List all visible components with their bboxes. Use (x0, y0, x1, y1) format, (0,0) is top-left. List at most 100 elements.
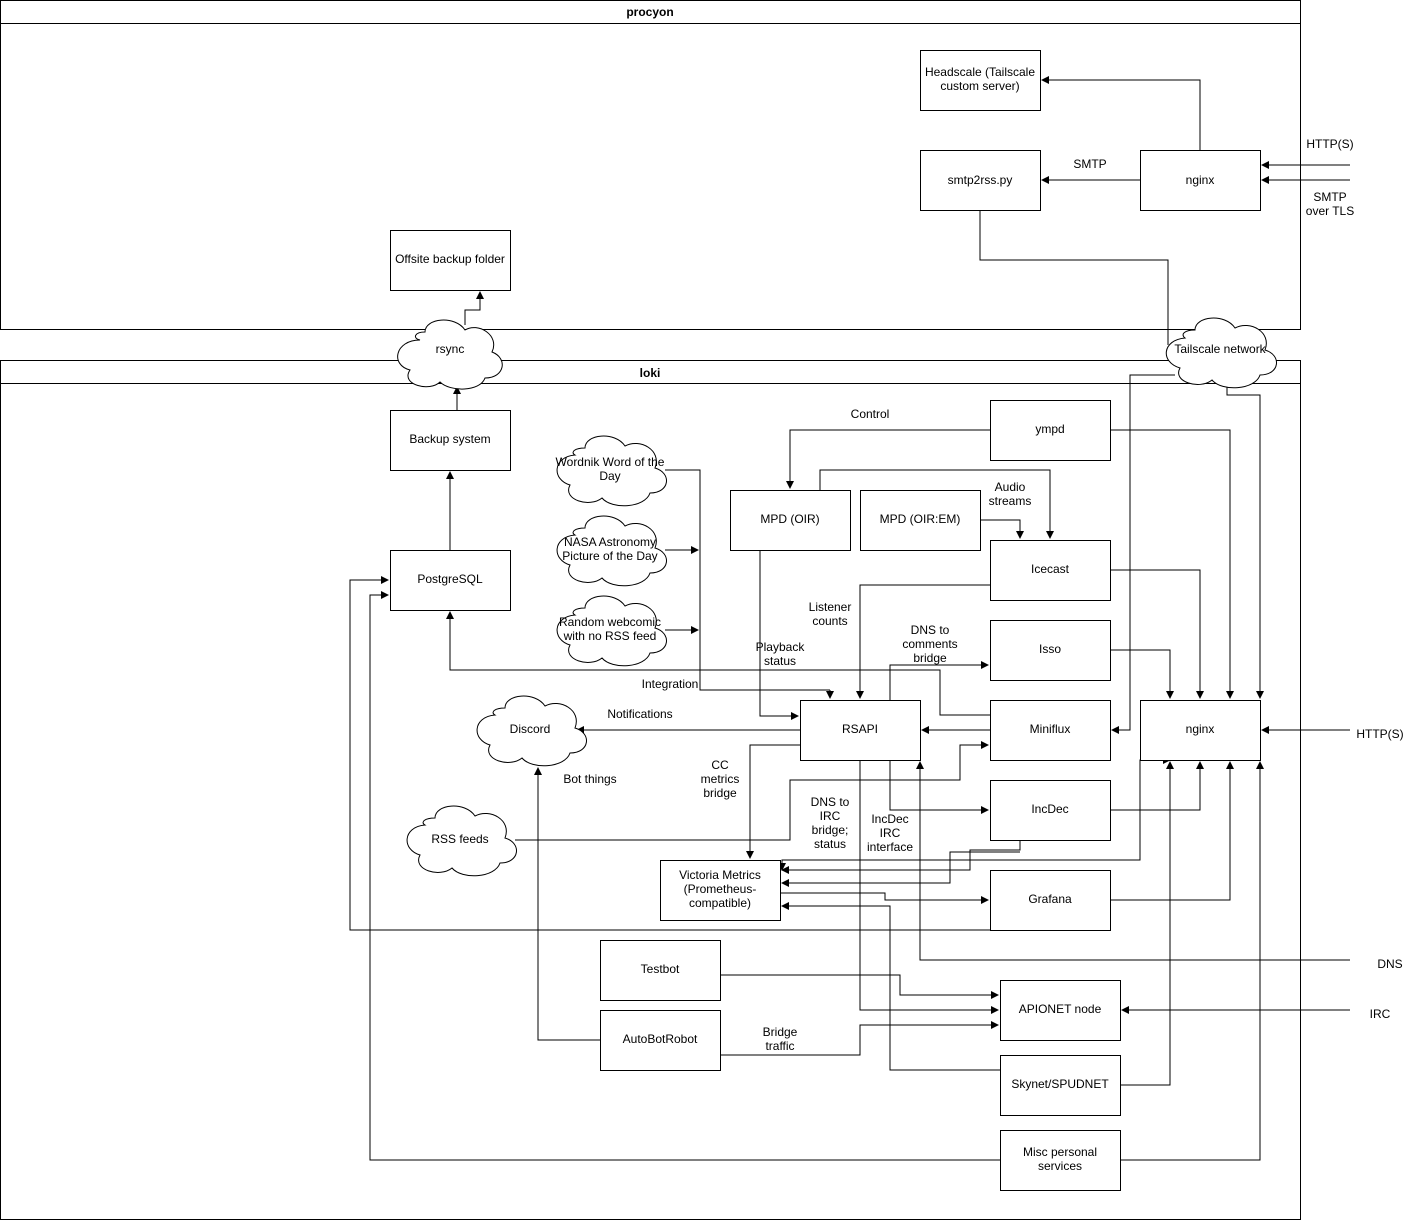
svg-text:Random webcomic: Random webcomic (559, 615, 661, 629)
label-bridge-1: Bridge (763, 1025, 798, 1039)
edge-skynet-nginx (1120, 761, 1174, 1086)
label-smtp-tls-2: over TLS (1306, 204, 1354, 218)
ympd-node: ympd (990, 400, 1111, 461)
label-listener-2: counts (812, 614, 847, 628)
label-http-procyon: HTTP(S) (1306, 137, 1353, 151)
isso-node: Isso (990, 620, 1111, 681)
label-dns-irc-1: DNS to (811, 795, 850, 809)
testbot-node: Testbot (600, 940, 721, 1001)
svg-text:IncDec: IncDec (1031, 802, 1068, 816)
label-incdec-irc-1: IncDec (871, 812, 908, 826)
backup-system-node: Backup system (390, 410, 511, 471)
svg-text:(Prometheus-: (Prometheus- (684, 882, 757, 896)
label-bot-things: Bot things (563, 772, 616, 786)
edge-rsapi-apionet (859, 760, 999, 1014)
label-dns-comments-2: comments (902, 637, 957, 651)
edge-smtp2rss-tailscale (979, 210, 1169, 345)
incdec-node: IncDec (990, 780, 1111, 841)
edge-incdec-victoria-b (781, 840, 1021, 874)
rsync-cloud: rsync (397, 319, 503, 390)
label-incdec-irc-3: interface (867, 840, 913, 854)
procyon-title: procyon (626, 5, 673, 19)
edge-tailscale-miniflux (1111, 374, 1175, 734)
label-smtp-tls-1: SMTP (1313, 190, 1346, 204)
tailscale-cloud: Tailscale network (1165, 317, 1277, 389)
label-cc-2: metrics (701, 772, 740, 786)
edge-grafana-nginx (1110, 761, 1234, 901)
label-integration: Integration (642, 677, 699, 691)
label-bridge-2: traffic (765, 1039, 794, 1053)
edge-labels: HTTP(S) SMTP over TLS SMTP Control Audio… (563, 137, 1403, 1053)
svg-text:PostgreSQL: PostgreSQL (417, 572, 483, 586)
svg-text:nginx: nginx (1186, 722, 1215, 736)
edge-misc-nginx (1120, 761, 1264, 1161)
offsite-backup-node: Offsite backup folder (390, 230, 511, 291)
mpd-oir-em-node: MPD (OIR:EM) (860, 490, 981, 551)
icecast-node: Icecast (990, 540, 1111, 601)
rsapi-node: RSAPI (800, 700, 921, 761)
headscale-node: Headscale (Tailscale custom server) (920, 50, 1041, 111)
wordnik-cloud: Wordnik Word of the Day (556, 435, 667, 507)
edge-mpd-icecast (819, 469, 1054, 539)
nginx-loki-node: nginx (1140, 700, 1261, 761)
label-control: Control (851, 407, 890, 421)
svg-text:RSS feeds: RSS feeds (431, 832, 488, 846)
svg-text:MPD (OIR): MPD (OIR) (760, 512, 819, 526)
label-notifications: Notifications (607, 707, 672, 721)
svg-text:Testbot: Testbot (641, 962, 680, 976)
edge-nginx-headscale (1041, 76, 1201, 150)
svg-text:AutoBotRobot: AutoBotRobot (623, 1032, 698, 1046)
miniflux-node: Miniflux (990, 700, 1111, 761)
label-dns-comments-1: DNS to (911, 623, 950, 637)
label-http-loki: HTTP(S) (1356, 727, 1403, 741)
svg-text:Isso: Isso (1039, 642, 1061, 656)
svg-text:APIONET node: APIONET node (1019, 1002, 1102, 1016)
edge-incdec-nginx-a (1139, 756, 1171, 810)
edge-victoria-grafana (780, 892, 989, 904)
edge-misc-postgres (369, 591, 1000, 1161)
svg-text:Misc personal: Misc personal (1023, 1145, 1097, 1159)
label-smtp: SMTP (1073, 157, 1106, 171)
webcomic-cloud: Random webcomic with no RSS feed (556, 595, 667, 667)
svg-text:Tailscale network: Tailscale network (1174, 342, 1266, 356)
svg-text:with no RSS feed: with no RSS feed (563, 629, 657, 643)
smtp2rss-node: smtp2rss.py (920, 150, 1041, 211)
label-dns: DNS (1377, 957, 1402, 971)
edges (349, 76, 1350, 1161)
label-dns-irc-2: IRC (820, 809, 841, 823)
svg-text:Backup system: Backup system (409, 432, 490, 446)
edge-autobot-apionet (720, 1021, 999, 1056)
edge-isso-nginx (1110, 649, 1174, 699)
svg-text:Discord: Discord (510, 722, 551, 736)
edge-dns-rsapi (916, 761, 1350, 961)
edge-testbot-apionet (720, 974, 999, 999)
edge-incdec-victoria-c (781, 851, 1020, 887)
svg-text:Headscale (Tailscale: Headscale (Tailscale (925, 65, 1035, 79)
edge-rss-miniflux (515, 741, 989, 841)
autobotrobot-node: AutoBotRobot (600, 1010, 721, 1071)
svg-text:RSAPI: RSAPI (842, 722, 878, 736)
edge-tailscale-nginx (1226, 385, 1264, 699)
edge-rsapi-isso (889, 661, 989, 700)
edge-miniflux-postgres (446, 611, 990, 716)
svg-text:Day: Day (599, 469, 620, 483)
label-irc: IRC (1370, 1007, 1391, 1021)
edge-grafana-postgres (349, 576, 990, 931)
svg-text:Picture of the Day: Picture of the Day (562, 549, 657, 563)
label-dns-irc-4: status (814, 837, 846, 851)
svg-text:Icecast: Icecast (1031, 562, 1070, 576)
svg-text:Wordnik Word of the: Wordnik Word of the (556, 455, 665, 469)
rss-feeds-cloud: RSS feeds (406, 805, 517, 877)
svg-text:rsync: rsync (436, 342, 465, 356)
label-playback-2: status (764, 654, 796, 668)
label-cc-3: bridge (703, 786, 737, 800)
svg-text:Miniflux: Miniflux (1030, 722, 1071, 736)
svg-text:Victoria Metrics: Victoria Metrics (679, 868, 761, 882)
label-dns-comments-3: bridge (913, 651, 947, 665)
victoria-metrics-node: Victoria Metrics (Prometheus- compatible… (660, 860, 781, 921)
svg-text:services: services (1038, 1159, 1082, 1173)
edge-icecast-rsapi (856, 584, 990, 699)
svg-text:smtp2rss.py: smtp2rss.py (948, 173, 1013, 187)
edge-rsapi-incdec (889, 760, 989, 814)
